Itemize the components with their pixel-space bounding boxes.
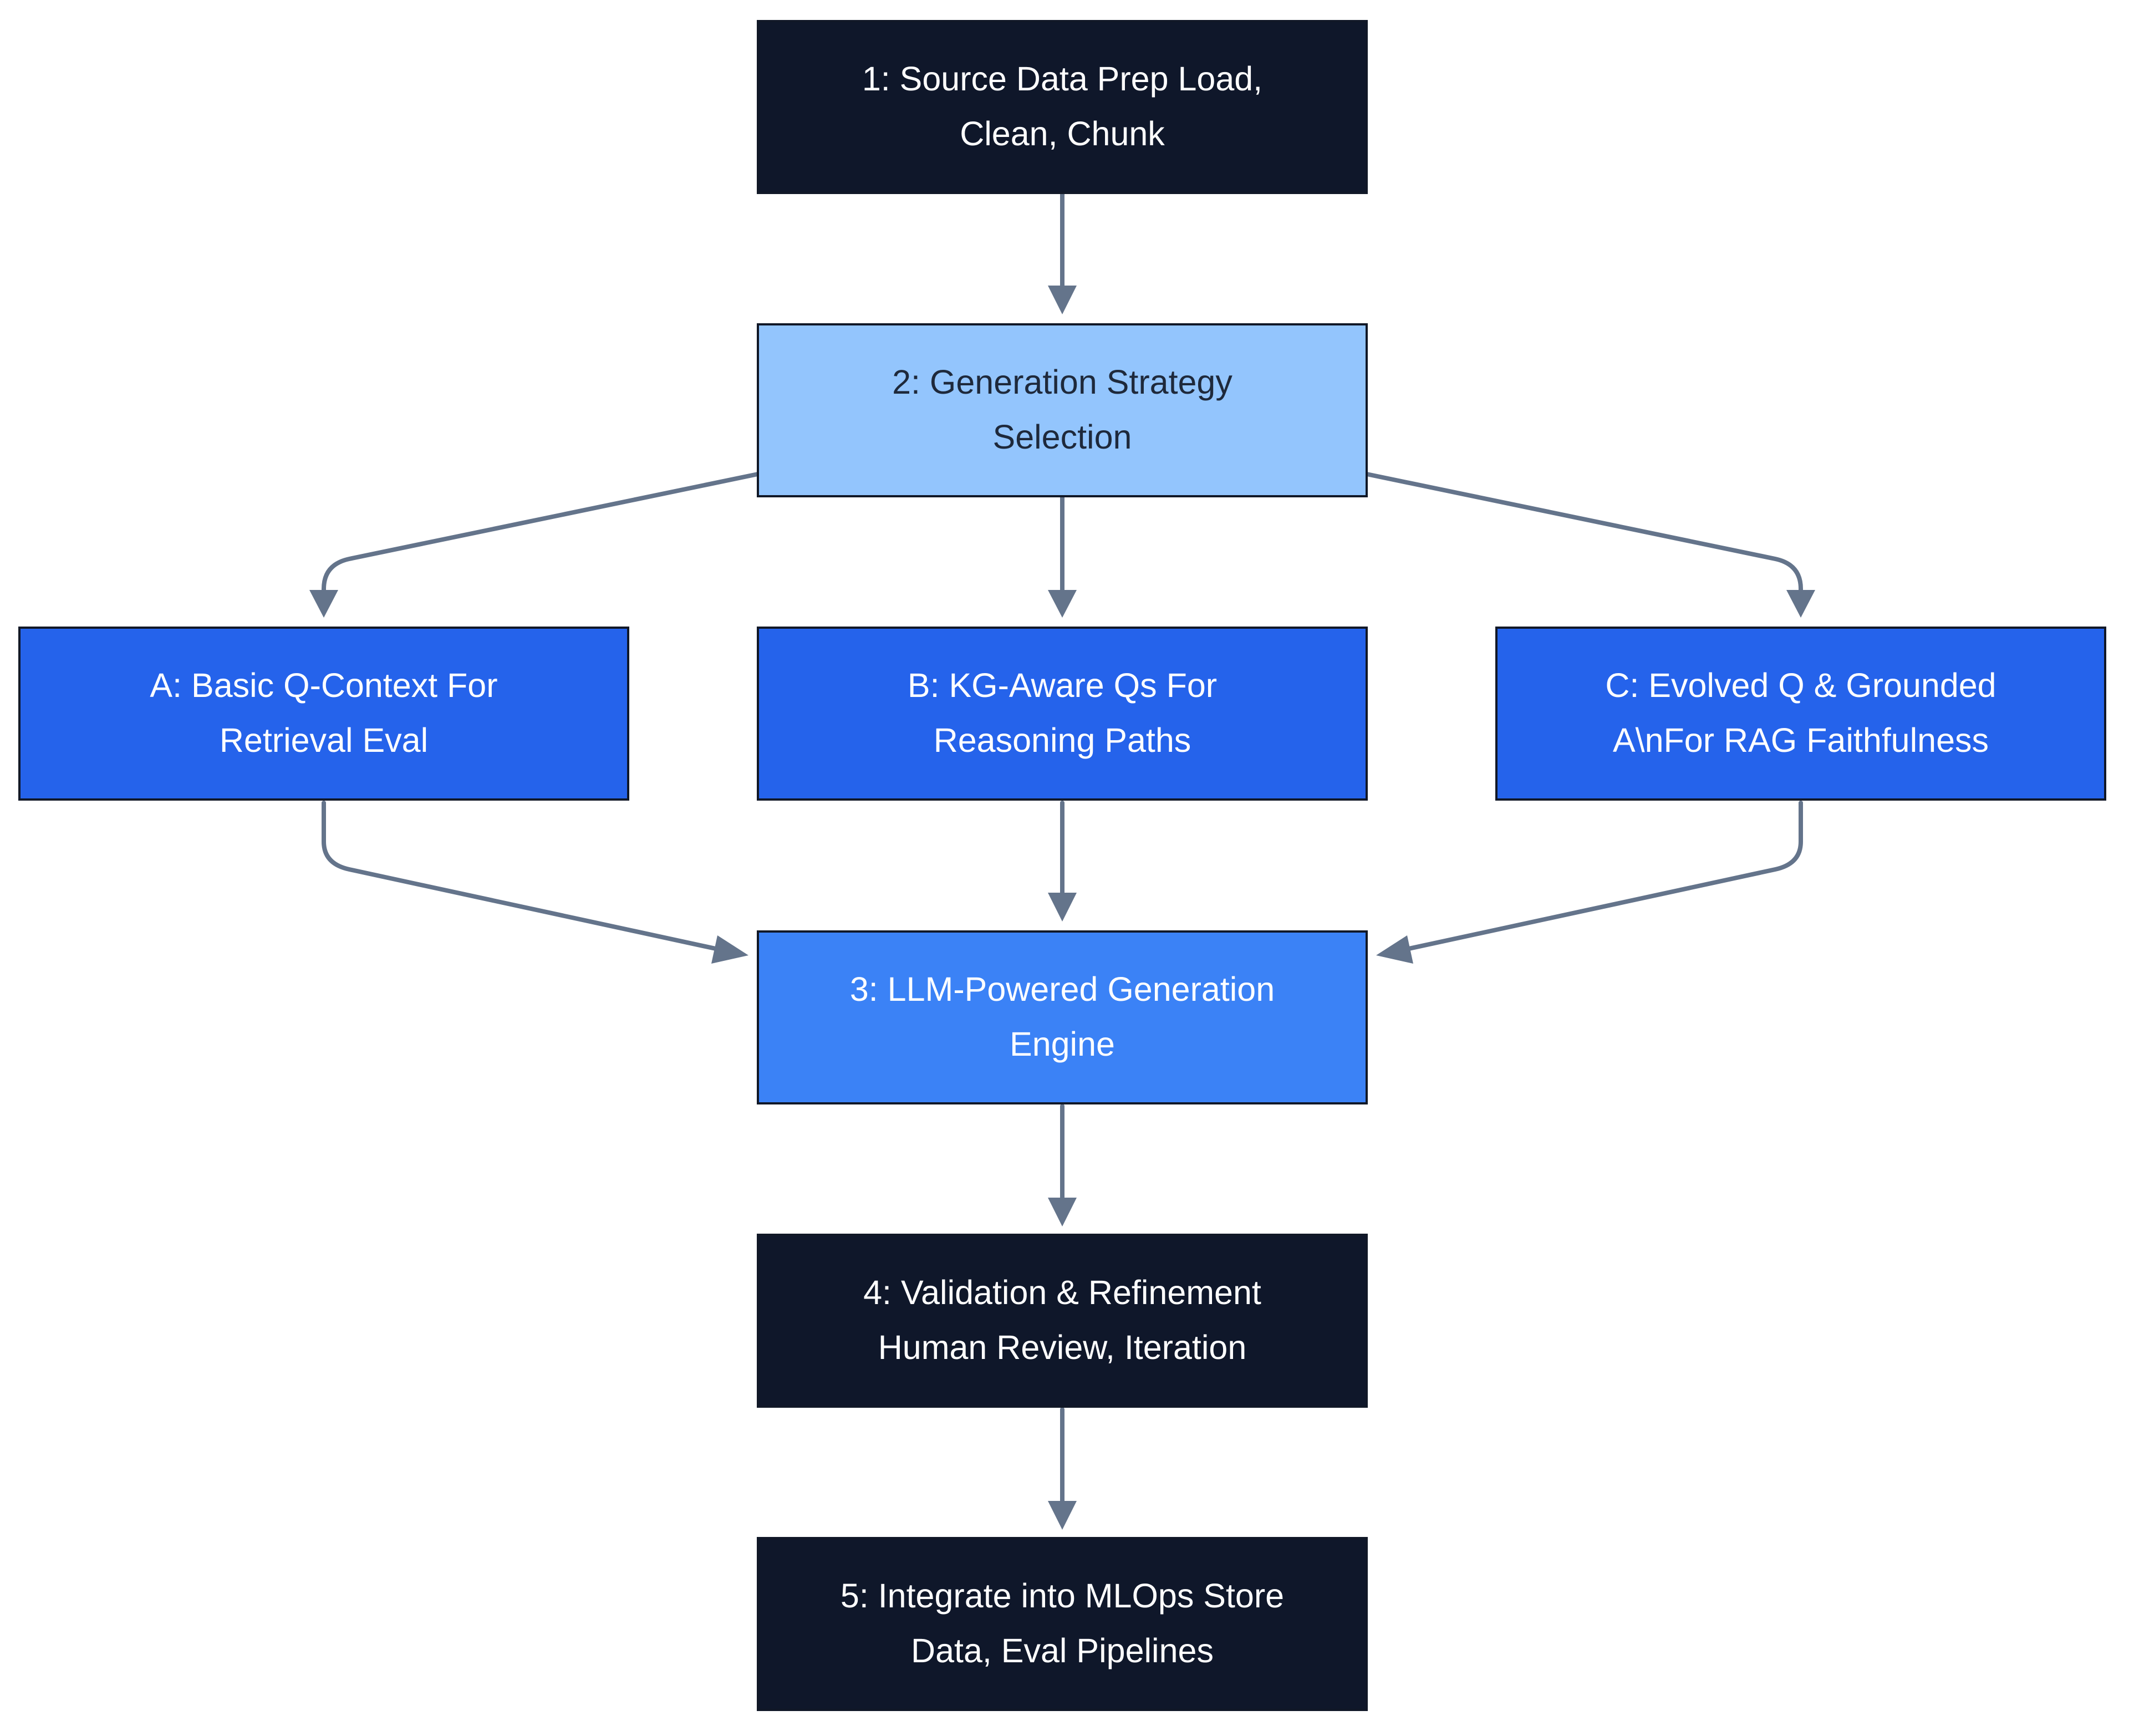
edge-basic-to-engine [322, 801, 723, 952]
node-evolved-label-line2: A\nFor RAG Faithfulness [1613, 721, 1989, 759]
arrowhead-engine-left [711, 935, 748, 964]
arrowhead-engine-right [1376, 935, 1413, 964]
arrowhead-integrate [1048, 1501, 1077, 1530]
node-integrate-label-line2: Data, Eval Pipelines [911, 1632, 1214, 1669]
node-strategy-box [757, 323, 1368, 497]
node-integrate-box [757, 1537, 1368, 1711]
node-basic-label-line1: A: Basic Q-Context For [150, 666, 497, 704]
arrowhead-basic [309, 590, 338, 618]
node-kg-label-line1: B: KG-Aware Qs For [908, 666, 1217, 704]
node-source-box [757, 20, 1368, 194]
node-validation-label-line2: Human Review, Iteration [878, 1328, 1247, 1366]
arrowhead-evolved [1786, 590, 1815, 618]
node-basic-box [18, 627, 629, 801]
node-evolved-q[interactable]: C: Evolved Q & Grounded A\nFor RAG Faith… [1495, 627, 2106, 801]
arrowhead-strategy [1048, 286, 1077, 314]
node-strategy-label-line2: Selection [993, 418, 1132, 456]
node-llm-generation-engine[interactable]: 3: LLM-Powered Generation Engine [757, 930, 1368, 1104]
arrowhead-engine-center [1048, 893, 1077, 922]
node-engine-label-line2: Engine [1010, 1025, 1115, 1063]
node-integrate-mlops[interactable]: 5: Integrate into MLOps Store Data, Eval… [757, 1537, 1368, 1711]
node-kg-box [757, 627, 1368, 801]
node-source-data-prep[interactable]: 1: Source Data Prep Load, Clean, Chunk [757, 20, 1368, 194]
node-validation-refinement[interactable]: 4: Validation & Refinement Human Review,… [757, 1234, 1368, 1408]
arrowhead-validation [1048, 1198, 1077, 1226]
node-generation-strategy[interactable]: 2: Generation Strategy Selection [757, 323, 1368, 497]
node-integrate-label-line1: 5: Integrate into MLOps Store [841, 1577, 1284, 1615]
node-kg-aware-qs[interactable]: B: KG-Aware Qs For Reasoning Paths [757, 627, 1368, 801]
edges [309, 192, 1815, 1530]
edge-evolved-to-engine [1402, 801, 1803, 952]
edge-strategy-to-basic [322, 472, 760, 595]
edge-strategy-to-evolved [1364, 472, 1803, 595]
node-validation-label-line1: 4: Validation & Refinement [863, 1274, 1261, 1311]
node-basic-label-line2: Retrieval Eval [220, 721, 428, 759]
node-basic-q-context[interactable]: A: Basic Q-Context For Retrieval Eval [18, 627, 629, 801]
node-source-label-line1: 1: Source Data Prep Load, [862, 60, 1262, 98]
node-strategy-label-line1: 2: Generation Strategy [892, 363, 1232, 401]
node-evolved-label-line1: C: Evolved Q & Grounded [1605, 666, 1996, 704]
node-engine-label-line1: 3: LLM-Powered Generation [850, 970, 1275, 1008]
node-kg-label-line2: Reasoning Paths [934, 721, 1191, 759]
node-engine-box [757, 930, 1368, 1104]
node-validation-box [757, 1234, 1368, 1408]
node-source-label-line2: Clean, Chunk [960, 115, 1165, 152]
node-evolved-box [1495, 627, 2106, 801]
arrowhead-kg [1048, 590, 1077, 618]
